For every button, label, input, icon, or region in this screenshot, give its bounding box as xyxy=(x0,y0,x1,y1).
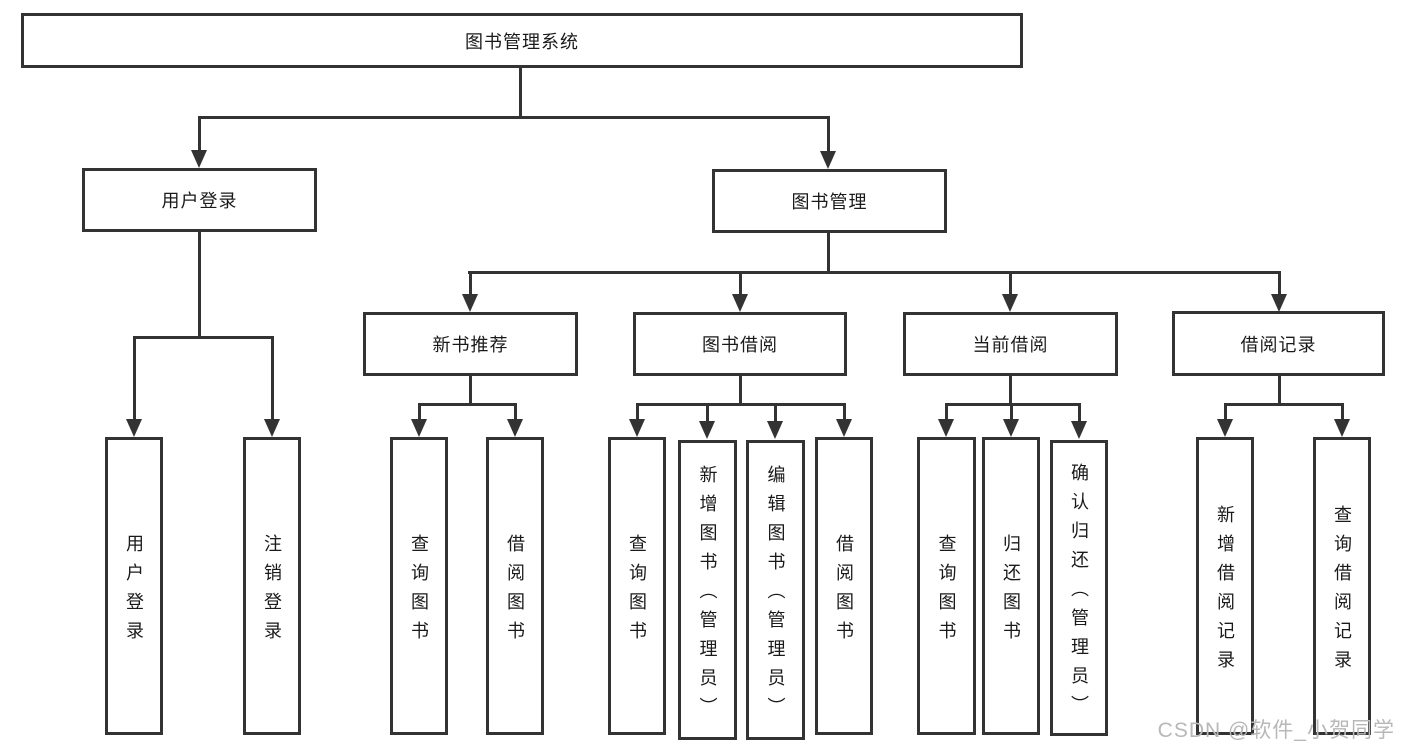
csdn-watermark: CSDN @软件_小贺同学 xyxy=(1157,719,1395,742)
leaf-recommend-query-book: 查询图书 xyxy=(390,437,448,735)
arrow-down-icon xyxy=(1071,421,1087,439)
leaf-borrowing-add-book: 新增图书（管理员） xyxy=(678,440,737,740)
arrow-down-icon xyxy=(507,419,523,437)
connector-line xyxy=(468,271,1281,274)
leaf-records-query-record: 查询借阅记录 xyxy=(1313,437,1371,735)
arrow-down-icon xyxy=(1217,419,1233,437)
leaf-borrowing-query-book-label: 查询图书 xyxy=(627,533,647,650)
leaf-borrowing-edit-book-label: 编辑图书（管理员） xyxy=(765,465,786,726)
connector-line xyxy=(739,376,742,405)
leaf-borrowing-edit-book: 编辑图书（管理员） xyxy=(746,440,805,740)
connector-line xyxy=(827,116,830,153)
leaf-borrowing-borrow-book-label: 借阅图书 xyxy=(834,533,854,650)
leaf-recommend-query-book-label: 查询图书 xyxy=(409,533,429,650)
arrow-down-icon xyxy=(699,421,715,439)
connector-line xyxy=(1224,403,1344,406)
leaf-borrowing-query-book: 查询图书 xyxy=(608,437,666,735)
arrow-down-icon xyxy=(264,419,280,437)
arrow-down-icon xyxy=(1334,419,1350,437)
node-user-login-label: 用户登录 xyxy=(161,191,238,211)
leaf-user-login-label: 用户登录 xyxy=(124,533,144,650)
connector-line xyxy=(843,403,846,420)
connector-line xyxy=(271,336,274,420)
leaf-records-add-record: 新增借阅记录 xyxy=(1196,437,1254,735)
arrow-down-icon xyxy=(629,419,645,437)
leaf-current-return-book: 归还图书 xyxy=(982,437,1040,735)
node-root: 图书管理系统 xyxy=(21,13,1023,68)
leaf-borrowing-add-book-label: 新增图书（管理员） xyxy=(697,465,718,726)
arrow-down-icon xyxy=(820,151,836,169)
arrow-down-icon xyxy=(411,419,427,437)
arrow-down-icon xyxy=(1002,294,1018,312)
connector-line xyxy=(198,116,830,119)
connector-line xyxy=(514,403,517,420)
connector-line xyxy=(1278,271,1281,295)
node-book-borrowing: 图书借阅 xyxy=(633,312,847,376)
leaf-recommend-borrow-book-label: 借阅图书 xyxy=(505,533,525,650)
node-new-book-recommend-label: 新书推荐 xyxy=(432,335,509,355)
connector-line xyxy=(1278,376,1281,405)
node-current-borrowing: 当前借阅 xyxy=(903,312,1118,376)
leaf-current-query-book: 查询图书 xyxy=(917,437,976,735)
arrow-down-icon xyxy=(1003,419,1019,437)
connector-line xyxy=(636,403,846,406)
arrow-down-icon xyxy=(191,150,207,168)
node-book-borrowing-label: 图书借阅 xyxy=(702,335,778,355)
connector-line xyxy=(774,403,777,422)
arrow-down-icon xyxy=(767,421,783,439)
leaf-recommend-borrow-book: 借阅图书 xyxy=(486,437,544,735)
leaf-borrowing-borrow-book: 借阅图书 xyxy=(815,437,873,735)
node-borrowing-records: 借阅记录 xyxy=(1172,311,1385,376)
leaf-current-confirm-return-label: 确认归还（管理员） xyxy=(1069,463,1089,724)
connector-line xyxy=(945,403,948,420)
connector-line xyxy=(1009,376,1012,405)
node-borrowing-records-label: 借阅记录 xyxy=(1240,334,1317,355)
arrow-down-icon xyxy=(1271,294,1287,312)
arrow-down-icon xyxy=(462,294,478,312)
leaf-logout-label: 注销登录 xyxy=(262,533,282,650)
leaf-records-query-record-label: 查询借阅记录 xyxy=(1332,504,1352,679)
connector-line xyxy=(418,403,517,406)
node-new-book-recommend: 新书推荐 xyxy=(363,312,578,376)
arrow-down-icon xyxy=(732,294,748,312)
connector-line xyxy=(133,336,136,420)
connector-line xyxy=(469,376,472,405)
node-root-label: 图书管理系统 xyxy=(465,31,579,52)
connector-line xyxy=(945,403,1081,406)
leaf-user-login: 用户登录 xyxy=(105,437,163,735)
connector-line xyxy=(1010,403,1013,420)
connector-line xyxy=(827,233,830,274)
leaf-current-confirm-return: 确认归还（管理员） xyxy=(1050,440,1108,736)
connector-line xyxy=(133,336,274,339)
leaf-current-query-book-label: 查询图书 xyxy=(936,533,957,650)
connector-line xyxy=(1078,403,1081,422)
connector-line xyxy=(198,232,201,338)
node-user-login: 用户登录 xyxy=(82,168,317,232)
leaf-records-add-record-label: 新增借阅记录 xyxy=(1215,504,1235,679)
connector-line xyxy=(1224,403,1227,420)
arrow-down-icon xyxy=(126,419,142,437)
node-book-management: 图书管理 xyxy=(712,169,947,233)
arrow-down-icon xyxy=(836,419,852,437)
leaf-current-return-book-label: 归还图书 xyxy=(1001,533,1021,650)
connector-line xyxy=(469,271,472,295)
arrow-down-icon xyxy=(938,419,954,437)
connector-line xyxy=(1009,271,1012,295)
connector-line xyxy=(198,116,201,152)
connector-line xyxy=(1341,403,1344,420)
node-current-borrowing-label: 当前借阅 xyxy=(972,335,1049,355)
connector-line xyxy=(706,403,709,422)
connector-line xyxy=(636,403,639,420)
connector-line xyxy=(739,271,742,295)
connector-line xyxy=(519,68,522,118)
leaf-logout: 注销登录 xyxy=(243,437,301,735)
connector-line xyxy=(418,403,421,420)
node-book-management-label: 图书管理 xyxy=(791,192,868,212)
